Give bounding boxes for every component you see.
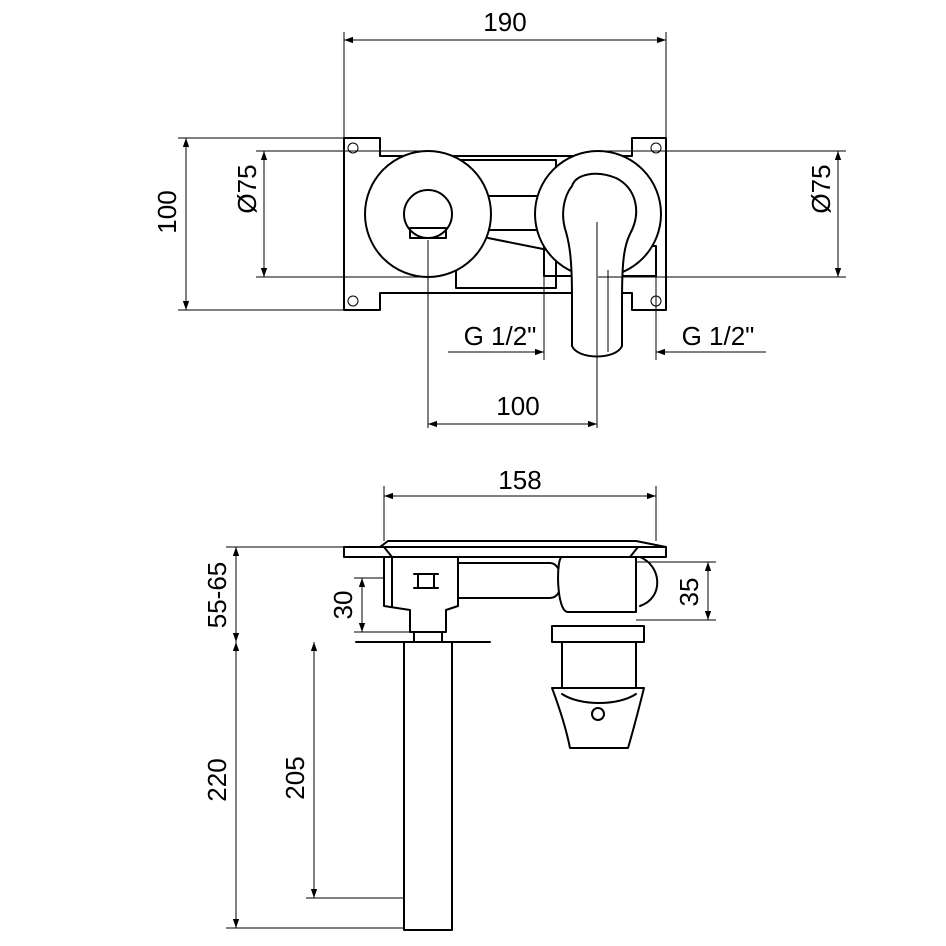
wall-plate [343,540,667,558]
side-view: 158 55-65 30 35 220 205 [202,465,716,931]
screw-hole-icon [347,295,359,307]
right-thread-label: G 1/2" [682,321,755,351]
valve-body [383,556,459,643]
right-diameter-label: Ø75 [806,164,836,213]
screw-hole-icon [347,142,359,154]
spout [355,641,491,931]
mixer-body [551,556,659,689]
right-rosette [534,150,662,358]
top-view: 190 100 Ø75 Ø75 G 1/2" G 1/2" 100 [152,7,846,428]
top-dimensions: 190 100 Ø75 Ø75 G 1/2" G 1/2" 100 [152,7,846,428]
spout-visible-label: 205 [280,756,310,799]
depth-dimension-label: 55-65 [202,562,232,629]
center-lines [427,222,609,428]
handle-offset-label: 35 [674,578,704,607]
lever-handle [562,172,638,358]
plate-width-label: 158 [498,465,541,495]
side-dimensions: 158 55-65 30 35 220 205 [202,465,716,929]
left-diameter-label: Ø75 [232,164,262,213]
height-dimension-label: 100 [152,190,182,233]
side-lever [551,687,645,749]
spout-total-label: 220 [202,758,232,801]
cartridge-icon [417,573,435,589]
screw-hole-icon [650,142,662,154]
connecting-pipe [457,562,563,599]
left-thread-label: G 1/2" [464,321,537,351]
width-dimension-label: 190 [483,7,526,37]
spacing-dimension-label: 100 [496,391,539,421]
body-height-label: 30 [328,591,358,620]
